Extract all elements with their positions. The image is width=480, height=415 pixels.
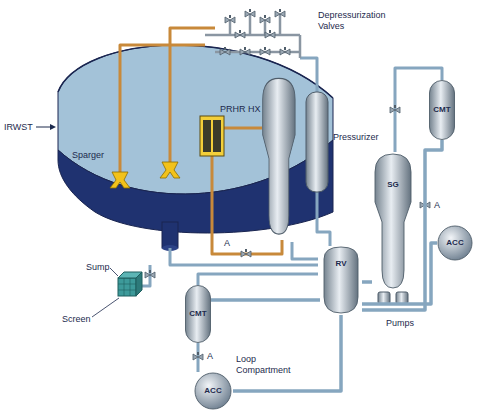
sparger-line [120, 45, 205, 172]
pipe [205, 34, 300, 37]
arrow-head [50, 124, 56, 130]
pipe [292, 242, 318, 259]
tank-wall [58, 140, 333, 233]
valve-symbol [241, 249, 251, 257]
screen-symbol [136, 272, 142, 296]
valve-symbol [235, 30, 245, 38]
valve-symbol [260, 15, 270, 23]
valve-symbol [193, 352, 203, 360]
valve-symbol [275, 9, 285, 17]
component-label: ACC [204, 386, 221, 396]
sparger-symbol [110, 172, 130, 188]
part-label: Screen [62, 314, 91, 325]
pump-symbol [378, 292, 390, 304]
leader-line [110, 268, 118, 276]
part-label: Depressurization Valves [318, 10, 400, 32]
part-label: A [434, 200, 440, 211]
sparger-line [170, 28, 215, 162]
part-label: A [224, 238, 230, 249]
screen-symbol [118, 278, 136, 296]
prhr-line [224, 127, 262, 130]
part-label: Sump [86, 262, 110, 273]
steam-generator: SG [372, 152, 414, 292]
tank-support [162, 222, 178, 248]
component-label: CMT [189, 309, 206, 319]
leader-line [36, 127, 51, 128]
reactor-vessel: RV [320, 245, 362, 315]
part-label: PRHR HX [220, 104, 261, 115]
pipe [198, 274, 318, 285]
pipe [300, 58, 317, 92]
pipe-connector [211, 298, 320, 302]
valve-symbol [260, 47, 270, 55]
part-label: Pressurizer [333, 132, 379, 143]
sparger-symbol [160, 162, 180, 178]
pipe [170, 248, 318, 265]
valve-symbol [265, 30, 275, 38]
component-label: RV [336, 259, 347, 269]
screen-grid [118, 278, 136, 296]
pipe-connector [362, 140, 442, 310]
reactor-vessel-shape [320, 245, 362, 315]
accumulator: ACC [193, 372, 233, 410]
valve-symbol [220, 47, 230, 55]
tank-outline [430, 81, 455, 140]
component-label: CMT [433, 105, 450, 115]
vessel-outline [375, 154, 411, 288]
part-label: A [207, 351, 213, 362]
tank-outline [186, 286, 211, 343]
leader-line [92, 298, 119, 317]
component-label: SG [387, 180, 399, 190]
pressurizer-symbol [306, 92, 328, 192]
part-label: Sparger [72, 150, 104, 161]
pipe [317, 192, 330, 246]
accumulator: ACC [437, 225, 473, 261]
component-label: ACC [446, 238, 463, 248]
pipe-connector [362, 280, 372, 284]
valve-symbol [225, 15, 235, 23]
part-label: Pumps [386, 318, 414, 329]
valve-symbol [280, 47, 290, 55]
pipe [249, 14, 252, 35]
vessel-outline [324, 247, 358, 313]
pipe [279, 14, 282, 35]
pipe [229, 20, 232, 35]
valve-symbol [390, 105, 400, 113]
core-makeup-tank: CMT [429, 80, 455, 140]
valve-symbol [245, 9, 255, 17]
steam-generator-symbol [263, 78, 295, 234]
heat-exchanger [203, 120, 211, 152]
valve-symbol [145, 270, 155, 278]
core-makeup-tank: CMT [185, 285, 211, 343]
sphere-outline [195, 373, 231, 409]
heat-exchanger [200, 116, 224, 156]
sphere-outline [438, 226, 472, 260]
part-label: Loop Compartment [236, 354, 298, 376]
pipe [299, 35, 302, 58]
heat-exchanger [213, 120, 221, 152]
pipe-connector [233, 315, 341, 391]
part-label: IRWST [4, 122, 33, 133]
pump-symbol [396, 292, 408, 304]
steam-generator-shape [372, 152, 414, 292]
valve-symbol [240, 47, 250, 55]
